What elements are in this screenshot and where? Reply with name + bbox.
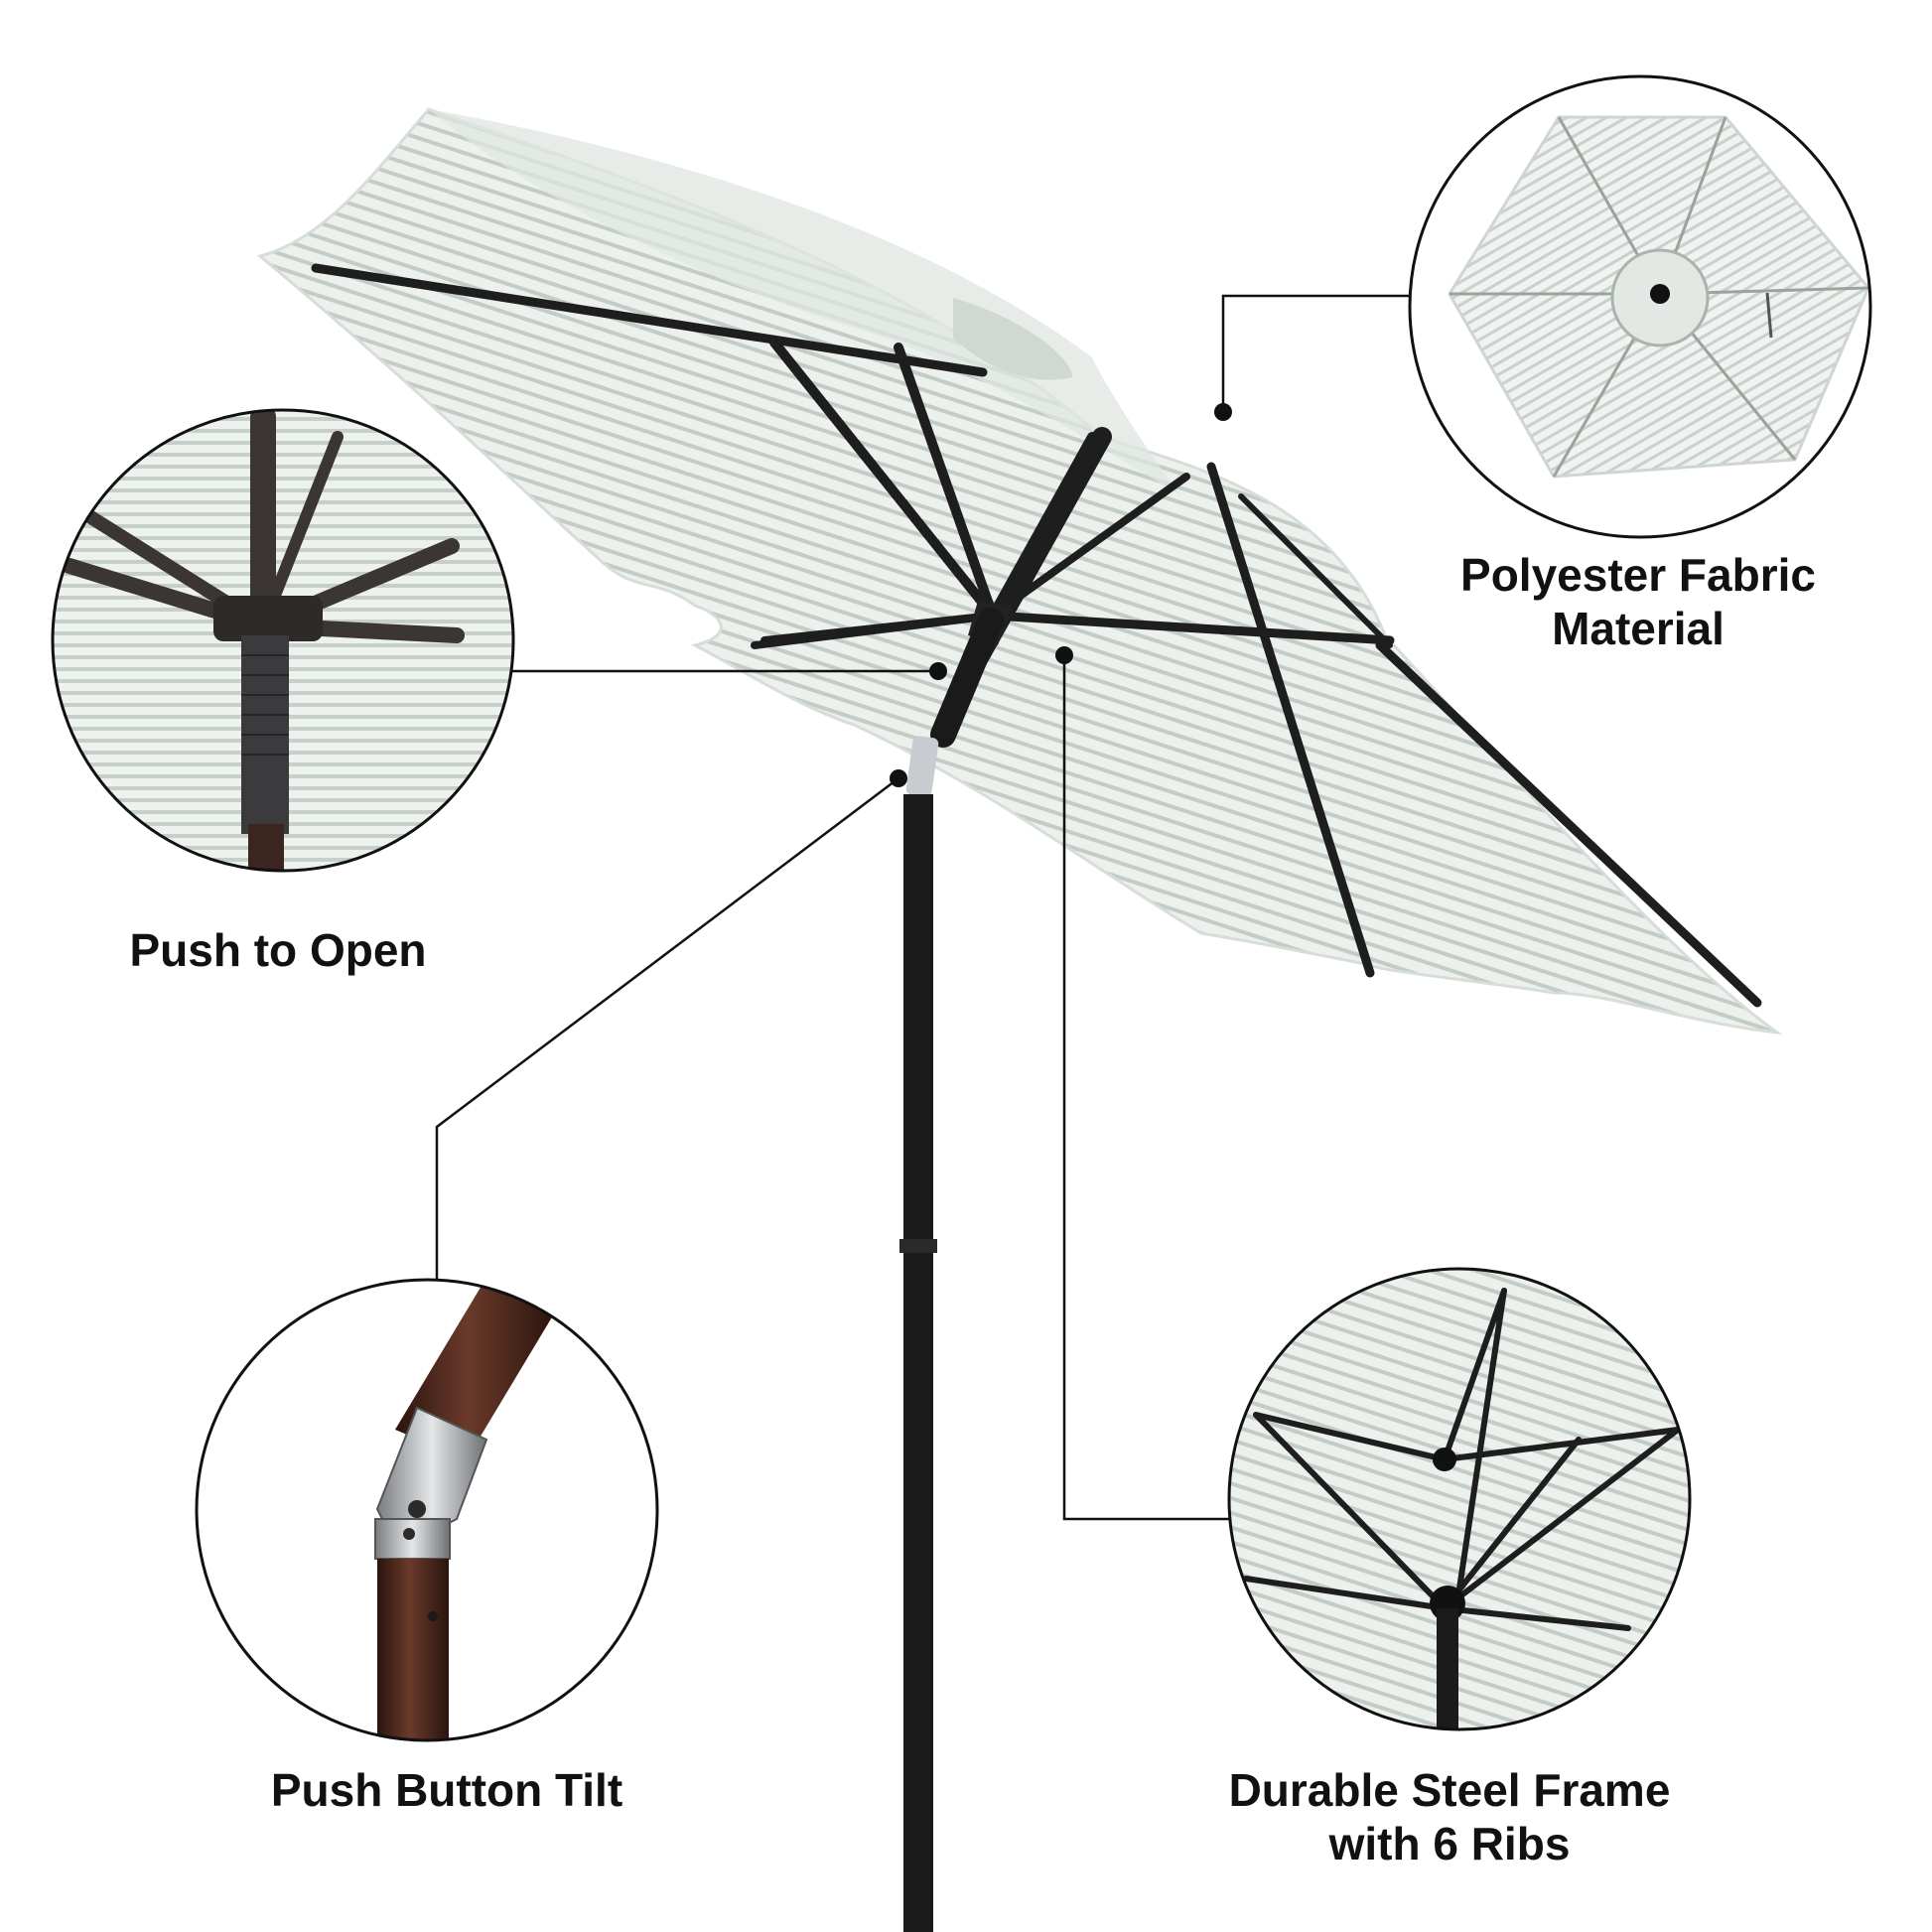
label-steel-line1: Durable Steel Frame: [1228, 1764, 1671, 1816]
inset-tilt: [195, 1278, 659, 1742]
main-umbrella: [256, 107, 1783, 1932]
leader-fabric: [1221, 294, 1410, 412]
leader-dot-frame: [1055, 646, 1073, 664]
leader-frame: [1062, 655, 1231, 1521]
stretcher-2: [894, 343, 998, 621]
label-polyester-line1: Polyester Fabric: [1460, 549, 1816, 601]
inset-frame: [1227, 1267, 1692, 1731]
label-push-to-open: Push to Open: [89, 923, 467, 977]
runner-sleeve: [930, 608, 1004, 748]
finial: [1650, 284, 1670, 304]
tilt-joint-closeup-icon: [374, 1281, 556, 1740]
canopy-top-flap: [429, 109, 1181, 496]
vent-top: [953, 298, 1072, 380]
pole-coupler: [899, 1239, 937, 1253]
label-push-button-tilt: Push Button Tilt: [218, 1763, 675, 1817]
leader-dot-fabric: [1214, 403, 1232, 421]
leader-dots: [890, 403, 1232, 787]
stretcher-1: [769, 338, 998, 621]
inset-open: [51, 408, 515, 873]
label-polyester-line2: Material: [1552, 603, 1725, 654]
leader-dot-tilt: [890, 769, 907, 787]
label-steel-line2: with 6 Ribs: [1328, 1818, 1571, 1869]
stretcher-6: [760, 612, 997, 644]
label-push-open-line1: Push to Open: [129, 924, 427, 976]
lower-pole: [903, 794, 933, 1932]
rib-frame-closeup-icon: [1229, 1269, 1690, 1729]
rib-3: [1206, 462, 1375, 978]
rib-2: [1375, 640, 1762, 1008]
label-steel-frame: Durable Steel Frame with 6 Ribs: [1172, 1763, 1727, 1870]
label-push-tilt-line1: Push Button Tilt: [270, 1764, 623, 1816]
stretcher-7: [1238, 493, 1393, 648]
leader-lines: [435, 294, 1410, 1521]
leader-tilt: [435, 777, 899, 1282]
stretcher-5: [988, 611, 1395, 645]
rib-1: [311, 263, 988, 377]
leader-dot-open: [929, 662, 947, 680]
tilt-joint: [905, 736, 939, 797]
label-polyester-fabric: Polyester Fabric Material: [1430, 548, 1847, 655]
inset-fabric: [1408, 74, 1872, 539]
